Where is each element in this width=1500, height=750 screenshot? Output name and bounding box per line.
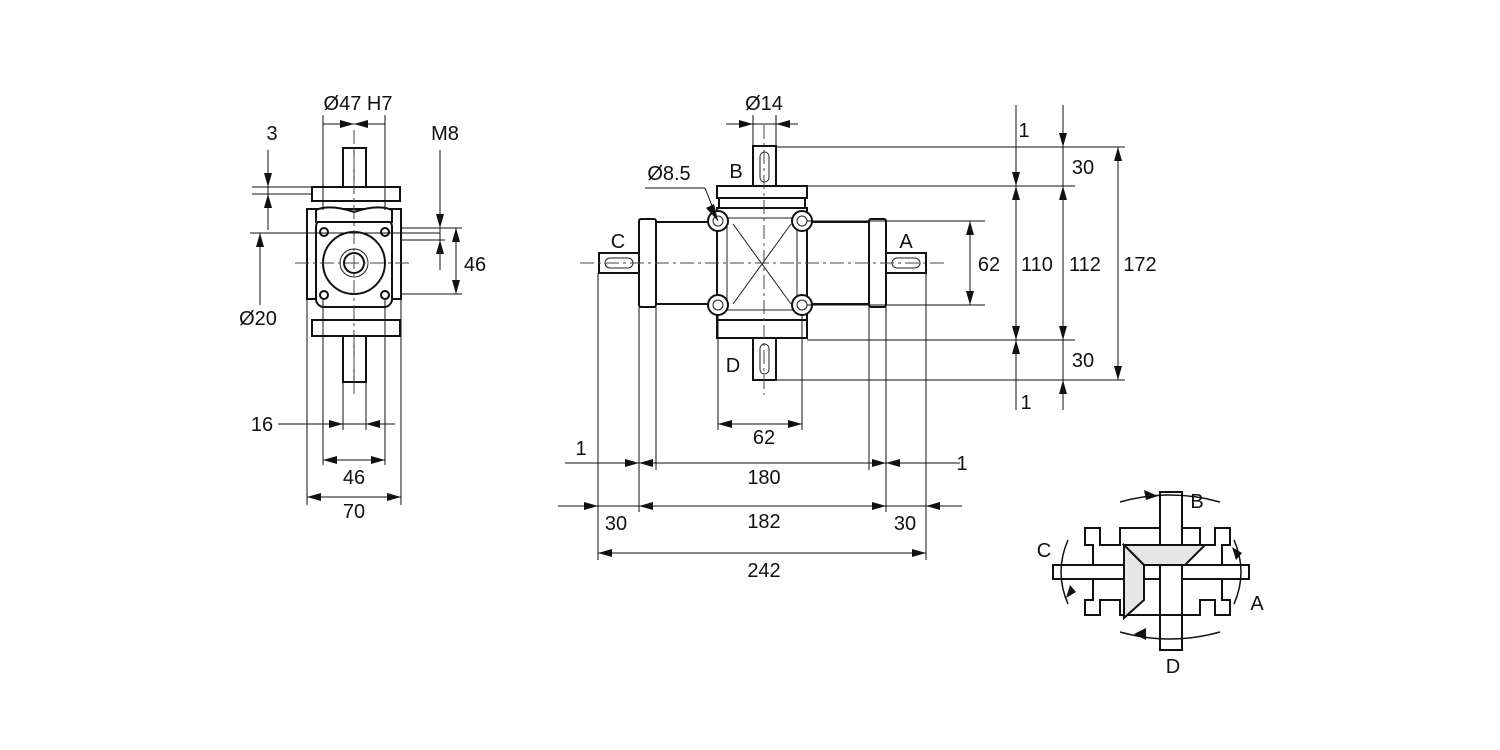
schematic-label-a: A (1250, 593, 1264, 615)
front-label-b: B (729, 161, 742, 183)
dim-180: 180 (747, 467, 780, 489)
dim-172: 172 (1123, 254, 1156, 276)
side-bottom-flange (311, 319, 401, 337)
side-height-label: 46 (464, 254, 486, 276)
dim-30-bottom: 30 (1072, 350, 1094, 372)
front-hole-dia-label: Ø8.5 (647, 163, 690, 185)
side-hole-bl (319, 290, 329, 300)
schematic-label-c: C (1037, 540, 1051, 562)
dim-1-right: 1 (956, 453, 967, 475)
dim-182: 182 (747, 511, 780, 533)
dim-1-top: 1 (1018, 120, 1029, 142)
dim-1-bottom: 1 (1020, 392, 1031, 414)
schematic-bevel-gear-left (1123, 542, 1145, 621)
dim-62-vertical: 62 (978, 254, 1000, 276)
dim-112: 112 (1069, 254, 1101, 276)
dim-30-top: 30 (1072, 157, 1094, 179)
side-hole-tl (319, 227, 329, 237)
side-hole-br (380, 290, 390, 300)
front-bottom-flange (716, 319, 808, 339)
front-top-flange (716, 185, 808, 199)
front-label-c: C (611, 231, 625, 253)
side-pitch-label: 46 (343, 467, 365, 489)
side-top-flange (311, 186, 401, 202)
dim-30-left: 30 (605, 513, 627, 535)
hole-bl (707, 294, 729, 316)
dim-30-right: 30 (894, 513, 916, 535)
front-label-d: D (726, 355, 740, 377)
dim-110: 110 (1021, 254, 1053, 276)
front-top-step (718, 197, 806, 209)
dim-242: 242 (747, 560, 780, 582)
front-label-a: A (899, 231, 913, 253)
schematic-label-d: D (1166, 656, 1180, 678)
schematic-label-b: B (1190, 491, 1203, 513)
side-hole-tr (380, 227, 390, 237)
side-thread-label: M8 (431, 123, 459, 145)
side-key-label: 16 (251, 414, 273, 436)
side-width-label: 70 (343, 501, 365, 523)
rotation-schematic: B C A D (1037, 490, 1264, 678)
dim-62-horizontal: 62 (753, 427, 775, 449)
front-view: Ø14 Ø8.5 B C A D 62 110 112 172 1 30 30 … (558, 93, 1157, 582)
side-bore-label: Ø47 H7 (324, 93, 393, 115)
front-shaft-dia-label: Ø14 (745, 93, 783, 115)
dim-1-left: 1 (575, 438, 586, 460)
side-view: Ø47 H7 3 M8 46 Ø20 16 46 70 (239, 93, 486, 523)
side-offset-label: 3 (266, 123, 277, 145)
side-shaft-dia-label: Ø20 (239, 308, 277, 330)
schematic-horizontal-shaft (1052, 564, 1250, 580)
